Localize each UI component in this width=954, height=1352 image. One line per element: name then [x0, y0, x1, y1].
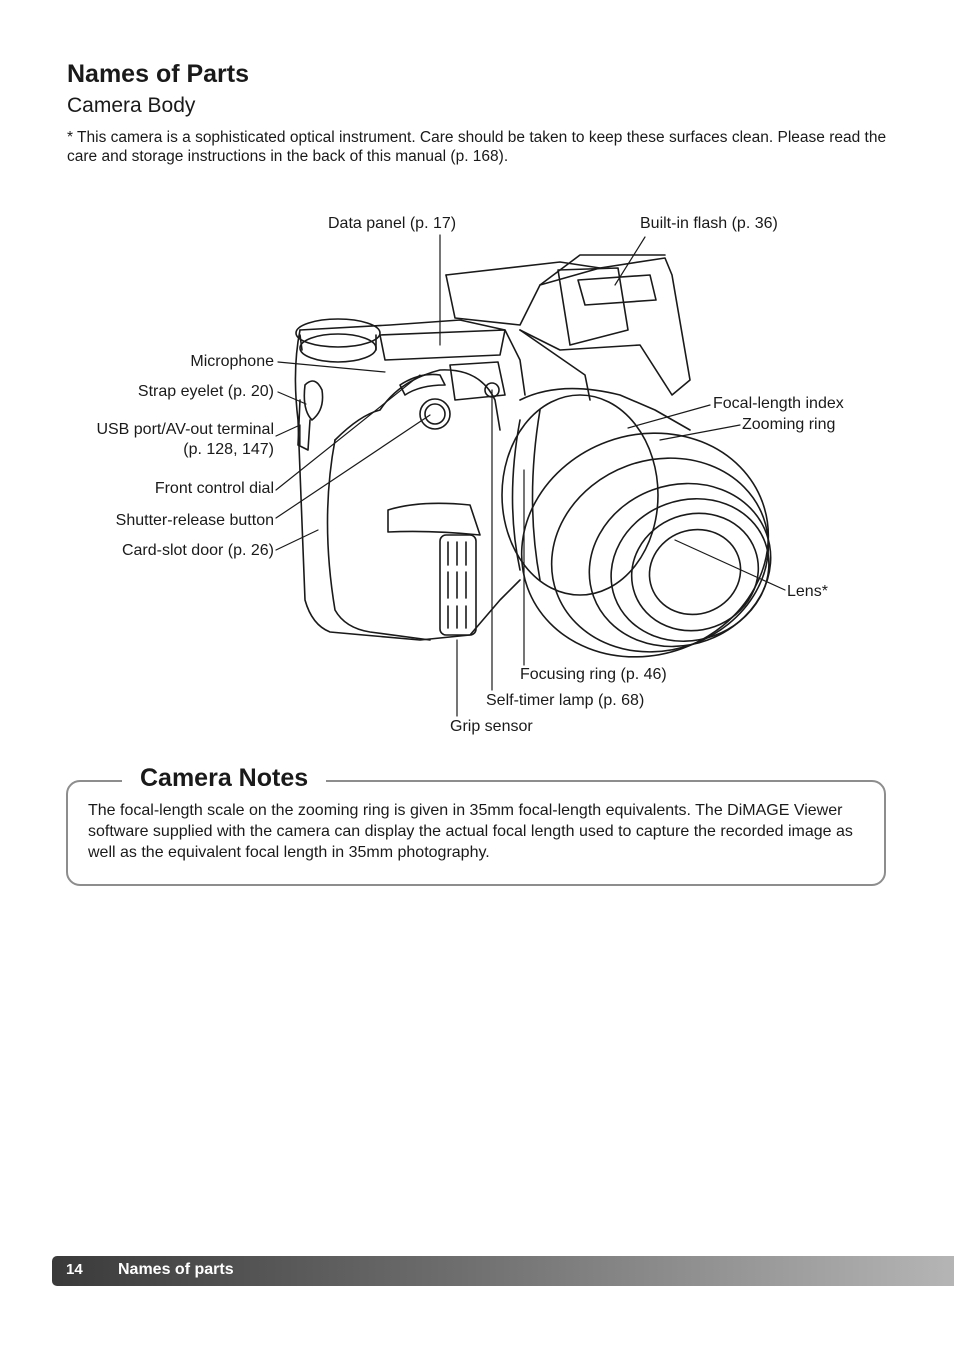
camera-notes-title: Camera Notes: [122, 762, 327, 794]
body-illustration: [294, 319, 526, 641]
strap-eyelet-illustration: [297, 380, 324, 451]
flash-illustration: [445, 254, 691, 401]
footer-section-title: Names of parts: [118, 1261, 234, 1278]
camera-notes-box: [66, 780, 886, 886]
camera-notes-text: The focal-length scale on the zooming ri…: [88, 802, 853, 861]
intro-note: * This camera is a sophisticated optical…: [67, 129, 887, 165]
label-lens: Lens*: [787, 583, 828, 600]
label-card-slot-door: Card-slot door (p. 26): [121, 542, 274, 559]
label-self-timer-lamp: Self-timer lamp (p. 68): [486, 692, 645, 709]
label-strap-eyelet: Strap eyelet (p. 20): [137, 383, 274, 400]
leader-lines: [275, 234, 786, 717]
label-zooming-ring: Zooming ring: [742, 416, 836, 433]
camera-diagram: [275, 234, 786, 717]
label-built-in-flash: Built-in flash (p. 36): [640, 215, 778, 232]
mode-dial-illustration: [295, 318, 381, 363]
label-grip-sensor: Grip sensor: [450, 718, 533, 735]
page-number: 14: [66, 1261, 83, 1278]
page-footer: 14 Names of parts: [52, 1256, 954, 1286]
page-title: Names of Parts: [67, 60, 250, 88]
section-subtitle: Camera Body: [67, 94, 196, 117]
label-focal-length-index: Focal-length index: [713, 395, 844, 412]
lens-illustration: [501, 387, 772, 658]
label-usb-port: USB port/AV-out terminal: [96, 421, 274, 438]
label-shutter-release-button: Shutter-release button: [115, 512, 274, 529]
label-focusing-ring: Focusing ring (p. 46): [520, 666, 667, 683]
label-data-panel: Data panel (p. 17): [328, 215, 457, 232]
label-front-control-dial: Front control dial: [154, 480, 274, 497]
label-usb-port-pages: (p. 128, 147): [183, 441, 274, 458]
label-microphone: Microphone: [190, 353, 274, 370]
